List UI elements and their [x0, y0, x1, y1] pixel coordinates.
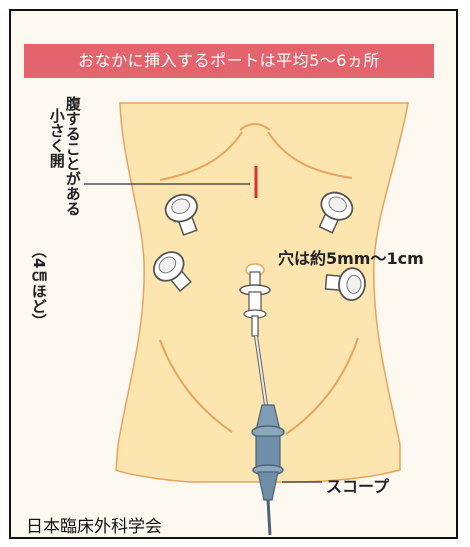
endoscope-icon — [239, 263, 285, 536]
rib-line-right — [267, 131, 353, 179]
trocar-port-icon — [318, 191, 354, 234]
banner-title: おなかに挿入するポートは平均5～6ヵ所 — [24, 44, 434, 78]
groin-line-left — [159, 339, 233, 433]
groin-line-right — [285, 337, 359, 435]
rib-line-left — [159, 131, 243, 181]
credit-caption: 日本臨床外科学会 — [26, 517, 162, 537]
trocar-port-icon — [164, 193, 198, 236]
scope-label: スコープ — [326, 477, 390, 496]
trocar-port-icon — [324, 267, 366, 302]
incision-label-col1: 小さく開 — [47, 108, 66, 168]
sternum-notch — [239, 123, 271, 131]
incision-label-col2: 腹することがある — [63, 96, 82, 216]
incision-label-col3: （4㎝ほど） — [29, 243, 48, 329]
trocar-port-icon — [152, 251, 192, 292]
port-size-label: 穴は約5mm～1cm — [278, 249, 424, 268]
